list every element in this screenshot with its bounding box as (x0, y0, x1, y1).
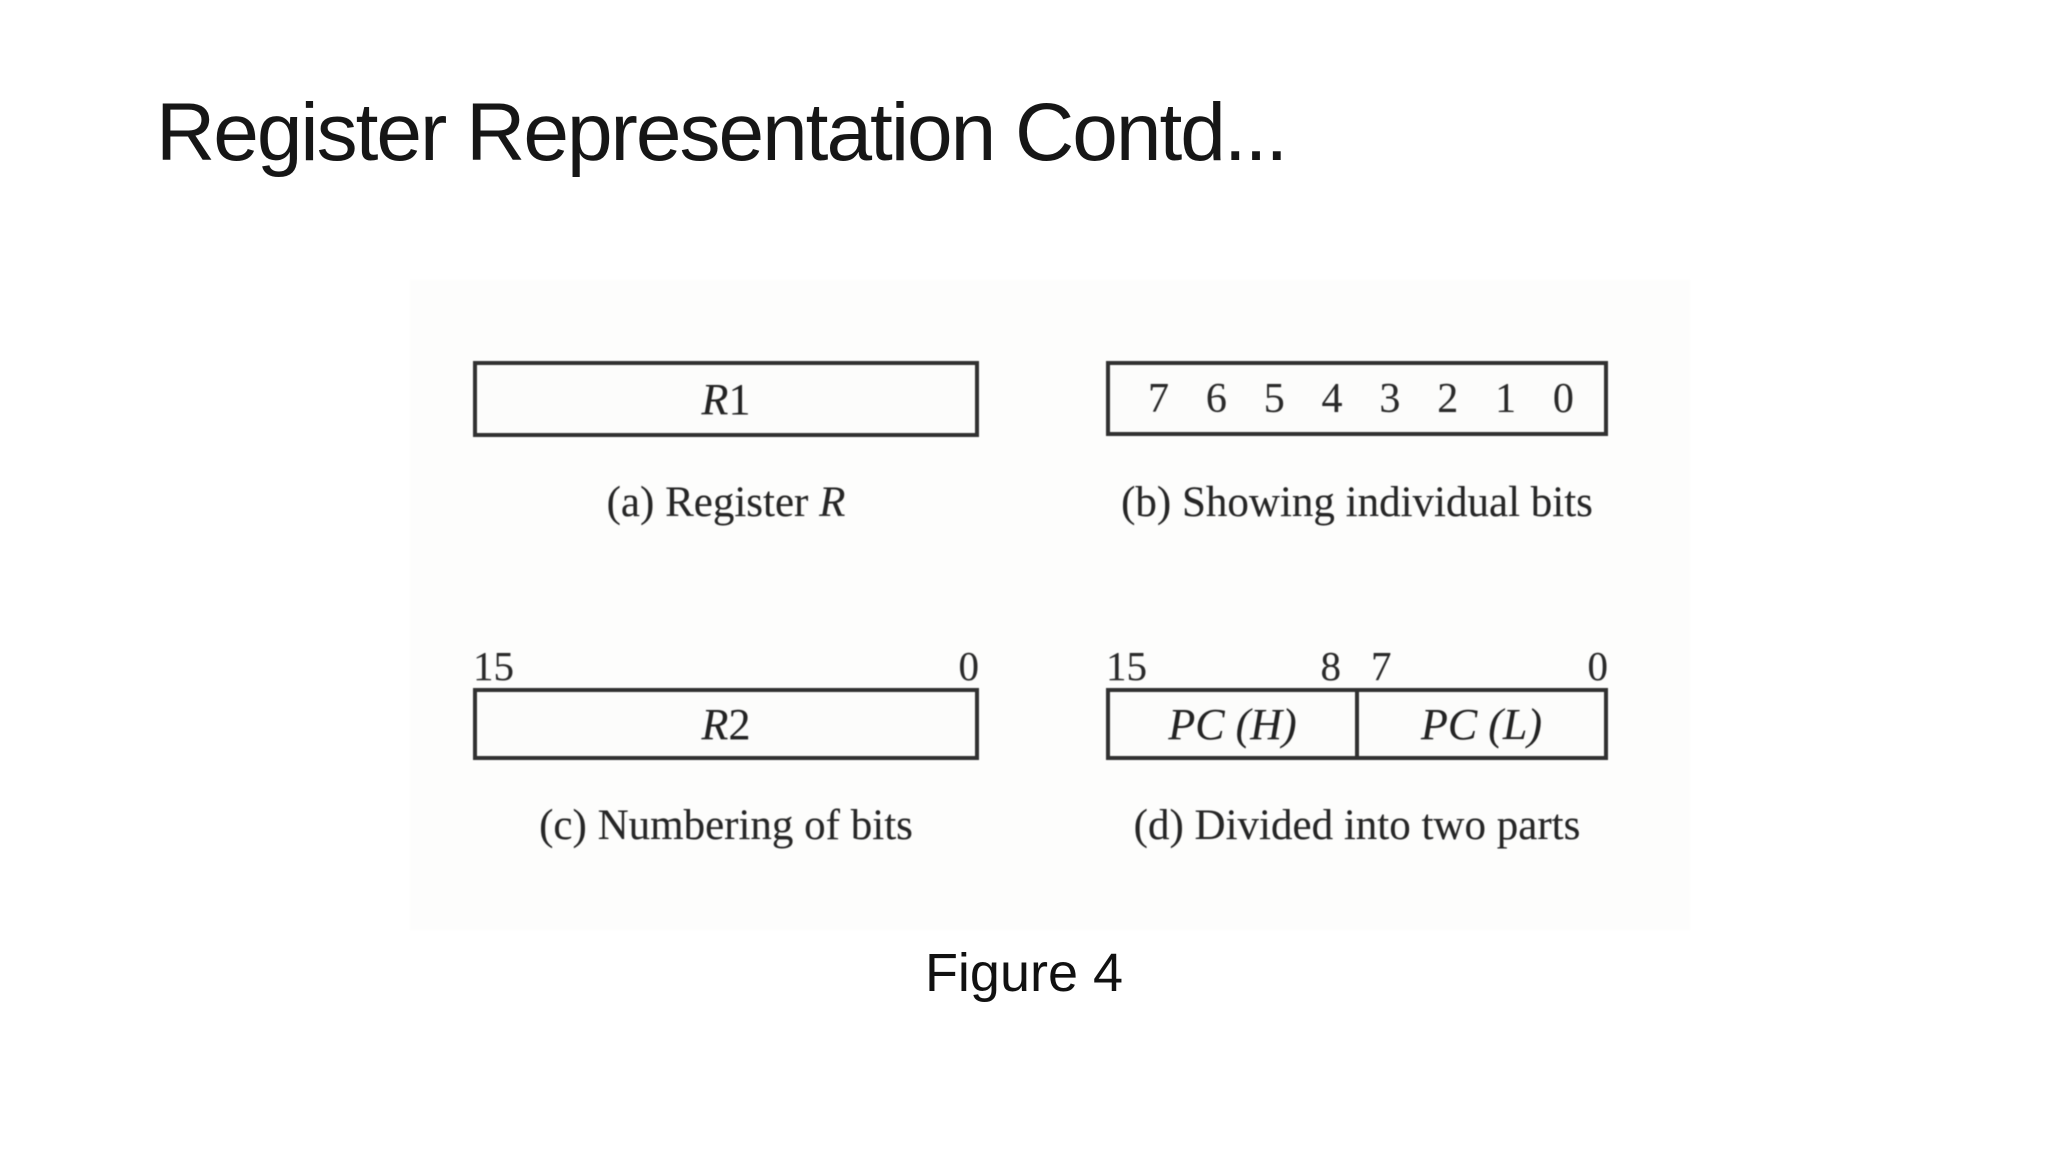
bit-number-3: 3 (1379, 375, 1401, 422)
bit-cells-box: 7 6 5 4 3 2 1 0 (1106, 361, 1608, 436)
bit-number-0: 0 (1552, 375, 1574, 422)
pc-low-label: PC (L) (1421, 699, 1542, 749)
register-r2-label: R2 (702, 699, 751, 750)
bit-number-5: 5 (1263, 375, 1285, 422)
bit-low-label-d: 0 (1587, 643, 1609, 689)
bit-high-label-d: 15 (1106, 643, 1147, 689)
register-r2-number: 2 (728, 699, 751, 749)
bit-number-6: 6 (1205, 375, 1227, 422)
register-r2-letter: R (701, 699, 729, 749)
pc-low-cell: PC (L) (1359, 692, 1604, 756)
pc-register-box: PC (H) PC (L) (1106, 688, 1608, 760)
bit-7-label-d: 7 (1371, 643, 1392, 689)
register-r1-label: R1 (702, 374, 751, 425)
bit-8-label-d: 8 (1320, 643, 1342, 689)
register-r2-box: R2 (473, 688, 979, 760)
bit-number-7: 7 (1148, 375, 1169, 422)
register-figure-image: R1 (a) Register R 7 6 5 4 3 2 1 0 (b) Sh… (410, 280, 1690, 930)
register-r1-box: R1 (473, 361, 979, 437)
caption-a-register-letter: R (819, 479, 846, 526)
caption-panel-a: (a) Register R (473, 478, 979, 527)
bit-range-labels-c: 15 0 (473, 642, 980, 689)
register-r1-number: 1 (728, 374, 751, 424)
bit-range-labels-d: 15 8 7 0 (1106, 642, 1608, 689)
figure-number-caption: Figure 4 (924, 943, 1124, 1003)
caption-panel-b: (b) Showing individual bits (1121, 479, 1593, 526)
pc-high-label: PC (H) (1168, 699, 1297, 749)
register-r1-letter: R (701, 374, 729, 424)
slide-title: Register Representation Contd... (156, 87, 1288, 178)
caption-a-text: (a) Register (606, 479, 820, 526)
pc-high-cell: PC (H) (1110, 692, 1359, 756)
bit-low-label-c: 0 (958, 643, 980, 689)
caption-panel-c: (c) Numbering of bits (539, 802, 913, 849)
bit-number-4: 4 (1321, 375, 1343, 422)
bit-number-2: 2 (1437, 375, 1459, 422)
bit-number-1: 1 (1495, 375, 1517, 422)
bit-high-label-c: 15 (473, 643, 514, 689)
caption-panel-d: (d) Divided into two parts (1133, 802, 1581, 849)
